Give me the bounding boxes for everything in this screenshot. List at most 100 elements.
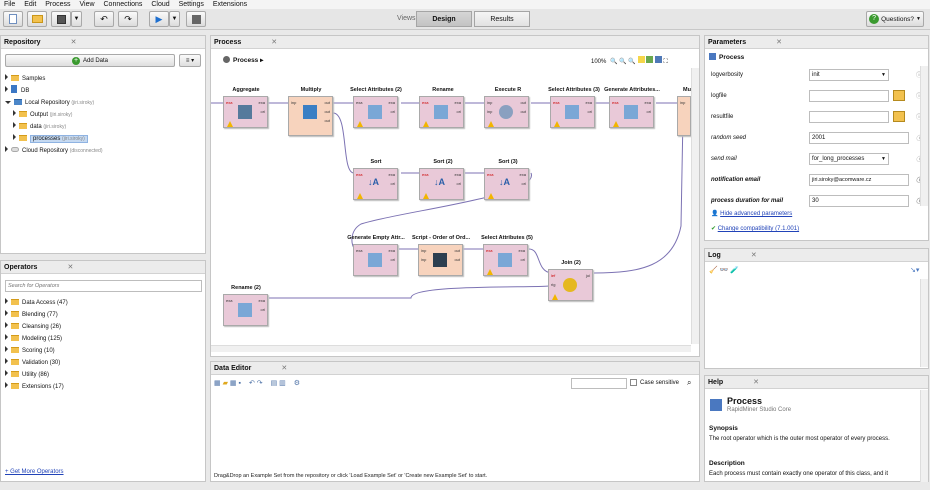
fullscreen-icon[interactable]: ⛶ bbox=[663, 59, 668, 65]
info-icon[interactable]: ⓘ bbox=[915, 94, 922, 100]
help-scrollbar[interactable] bbox=[920, 390, 928, 482]
tab-design[interactable]: Design bbox=[416, 11, 472, 27]
tree-item-output[interactable]: Output (jiri.siroky) bbox=[5, 109, 200, 121]
operator-select-attributes-5[interactable]: exa exa ori bbox=[483, 244, 528, 276]
menu-settings[interactable]: Settings bbox=[178, 1, 204, 8]
operator-multiply[interactable]: inp out out out bbox=[288, 96, 333, 136]
search-log-icon[interactable]: 👓 bbox=[719, 267, 729, 274]
close-icon[interactable]: ✕ bbox=[271, 39, 278, 46]
table-icon[interactable]: ▦ bbox=[229, 380, 237, 387]
load-example-set-icon[interactable]: ▦ bbox=[214, 380, 221, 387]
operator-select-attributes-2[interactable]: exa exa ori bbox=[353, 96, 398, 128]
new-process-button[interactable] bbox=[3, 11, 23, 27]
folder-icon[interactable] bbox=[893, 111, 905, 122]
questions-button[interactable]: ?Questions?▼ bbox=[866, 11, 924, 27]
menu-file[interactable]: File bbox=[4, 1, 16, 8]
op-group-utility[interactable]: Utility (86) bbox=[5, 369, 200, 381]
filter-icon[interactable]: ⌕ bbox=[687, 378, 692, 387]
menu-extensions[interactable]: Extensions bbox=[212, 1, 248, 8]
operator-search-input[interactable] bbox=[5, 280, 202, 292]
arrange-icon[interactable] bbox=[654, 56, 662, 63]
open-folder-icon[interactable]: ▰ bbox=[222, 380, 228, 387]
info-icon[interactable]: ⓘ bbox=[915, 199, 922, 205]
op-group-data-access[interactable]: Data Access (47) bbox=[5, 297, 200, 309]
close-icon[interactable]: ✕ bbox=[70, 39, 77, 46]
operator-sort[interactable]: exa exa ori ↓A bbox=[353, 168, 398, 200]
operator-select-attributes-3[interactable]: exa exa ori bbox=[550, 96, 595, 128]
info-icon[interactable]: ⓘ bbox=[915, 115, 922, 121]
note-icon[interactable] bbox=[637, 56, 645, 63]
menu-cloud[interactable]: Cloud bbox=[151, 1, 170, 8]
repository-menu-button[interactable]: ≡ ▾ bbox=[179, 54, 201, 67]
op-group-scoring[interactable]: Scoring (10) bbox=[5, 345, 200, 357]
close-icon[interactable]: ✕ bbox=[753, 379, 760, 386]
process-breadcrumb[interactable]: Process ▸ bbox=[223, 56, 263, 64]
operator-script-order[interactable]: inp inp out out bbox=[418, 244, 463, 276]
settings-icon[interactable]: ⚙ bbox=[293, 380, 301, 387]
tree-item-samples[interactable]: Samples bbox=[5, 73, 200, 85]
close-icon[interactable]: ✕ bbox=[750, 252, 757, 259]
zoom-out-icon[interactable]: 🔍 bbox=[619, 59, 627, 65]
op-group-modeling[interactable]: Modeling (125) bbox=[5, 333, 200, 345]
open-process-button[interactable] bbox=[27, 11, 47, 27]
operator-rename-2[interactable]: exa exa ori bbox=[223, 294, 268, 326]
undo-icon[interactable]: ↶ bbox=[248, 380, 255, 387]
save-log-icon[interactable]: 🧪 bbox=[730, 267, 740, 274]
info-icon[interactable]: ⓘ bbox=[915, 136, 922, 142]
redo-button[interactable]: ↷ bbox=[118, 11, 138, 27]
save-icon[interactable]: ▪ bbox=[238, 380, 241, 387]
close-icon[interactable]: ✕ bbox=[67, 264, 74, 271]
operator-generate-attributes[interactable]: exa exa ori bbox=[609, 96, 654, 128]
redo-icon[interactable]: ↷ bbox=[256, 380, 263, 387]
close-icon[interactable]: ✕ bbox=[776, 39, 783, 46]
save-dropdown-button[interactable]: ▼ bbox=[71, 11, 82, 27]
operator-sort-3[interactable]: exa exa ori ↓A bbox=[484, 168, 529, 200]
logverbosity-select[interactable]: init bbox=[809, 68, 889, 81]
notification-email-input[interactable]: jiri.siroky@acomware.cz bbox=[809, 173, 909, 186]
tab-results[interactable]: Results bbox=[474, 11, 530, 27]
op-group-blending[interactable]: Blending (77) bbox=[5, 309, 200, 321]
hide-advanced-link[interactable]: 👤 Hide advanced parameters bbox=[711, 211, 793, 217]
get-more-operators-link[interactable]: + Get More Operators bbox=[5, 469, 64, 475]
operator-rename[interactable]: exa exa ori bbox=[419, 96, 464, 128]
auto-connect-icon[interactable] bbox=[646, 56, 654, 63]
process-horizontal-scrollbar[interactable] bbox=[211, 345, 691, 352]
info-icon[interactable]: ⓘ bbox=[915, 157, 922, 163]
operator-multiply-2[interactable]: inp bbox=[677, 96, 691, 136]
folder-icon[interactable] bbox=[893, 90, 905, 101]
process-duration-input[interactable]: 30 bbox=[809, 194, 909, 207]
zoom-in-icon[interactable]: 🔍 bbox=[610, 59, 618, 65]
log-level-icon[interactable]: ↘▾ bbox=[910, 267, 920, 274]
clear-log-icon[interactable]: 🧹 bbox=[709, 267, 718, 274]
case-sensitive-checkbox[interactable]: Case sensitive bbox=[630, 379, 679, 386]
close-icon[interactable]: ✕ bbox=[281, 365, 288, 372]
parameters-scrollbar[interactable] bbox=[920, 66, 928, 206]
op-group-extensions[interactable]: Extensions (17) bbox=[5, 381, 200, 393]
process-vertical-scrollbar[interactable] bbox=[691, 68, 699, 344]
zoom-fit-icon[interactable]: 🔍 bbox=[628, 59, 636, 65]
operator-execute-r[interactable]: inp inp out out bbox=[484, 96, 529, 128]
run-dropdown-button[interactable]: ▼ bbox=[169, 11, 180, 27]
add-row-icon[interactable]: ▤ bbox=[270, 380, 278, 387]
info-icon[interactable]: ⓘ bbox=[915, 178, 922, 184]
tree-item-db[interactable]: DB bbox=[5, 85, 200, 97]
tree-item-cloud-repository[interactable]: Cloud Repository (disconnected) bbox=[5, 145, 200, 157]
data-editor-search-input[interactable] bbox=[571, 378, 627, 389]
op-group-cleansing[interactable]: Cleansing (26) bbox=[5, 321, 200, 333]
save-process-button[interactable] bbox=[51, 11, 71, 27]
change-compatibility-link[interactable]: ✔ Change compatibility (7.1.001) bbox=[711, 226, 800, 232]
tree-item-local-repository[interactable]: Local Repository (jiri.siroky) bbox=[5, 97, 200, 109]
operator-aggregate[interactable]: exa exa ori bbox=[223, 96, 268, 128]
operator-join-2[interactable]: lef rig joi bbox=[548, 269, 593, 301]
menu-connections[interactable]: Connections bbox=[103, 1, 143, 8]
operator-sort-2[interactable]: exa exa ori ↓A bbox=[419, 168, 464, 200]
logfile-input[interactable] bbox=[809, 89, 889, 102]
add-column-icon[interactable]: ▥ bbox=[279, 380, 286, 387]
op-group-validation[interactable]: Validation (30) bbox=[5, 357, 200, 369]
tree-item-processes[interactable]: processes (jiri.siroky) bbox=[5, 133, 200, 145]
menu-process[interactable]: Process bbox=[45, 1, 71, 8]
random-seed-input[interactable]: 2001 bbox=[809, 131, 909, 144]
undo-button[interactable]: ↶ bbox=[94, 11, 114, 27]
log-scrollbar[interactable] bbox=[920, 279, 928, 367]
send-mail-select[interactable]: for_long_processes bbox=[809, 152, 889, 165]
